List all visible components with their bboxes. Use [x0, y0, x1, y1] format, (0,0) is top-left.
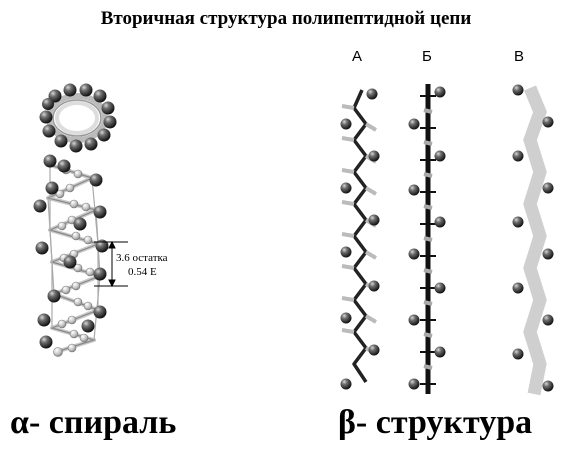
helix-residues-label: 3.6 остатка: [116, 252, 168, 264]
panel-label-v: В: [514, 48, 525, 65]
panel-label-a: А: [352, 48, 363, 65]
alpha-helix-caption: α- спираль: [10, 404, 177, 441]
diagram-title: Вторичная структура полипептидной цепи: [100, 8, 472, 29]
panel-label-b: Б: [422, 48, 432, 65]
helix-top-view: [39, 83, 117, 153]
beta-structure-caption: β- структура: [338, 404, 533, 441]
beta-strand-a: [340, 88, 380, 390]
beta-strand-b: [408, 84, 446, 394]
helix-pitch-label: 0.54 Е: [128, 266, 157, 278]
helix-side-view: [33, 154, 109, 357]
beta-strand-v: [512, 84, 554, 396]
pitch-bracket: [94, 240, 128, 288]
